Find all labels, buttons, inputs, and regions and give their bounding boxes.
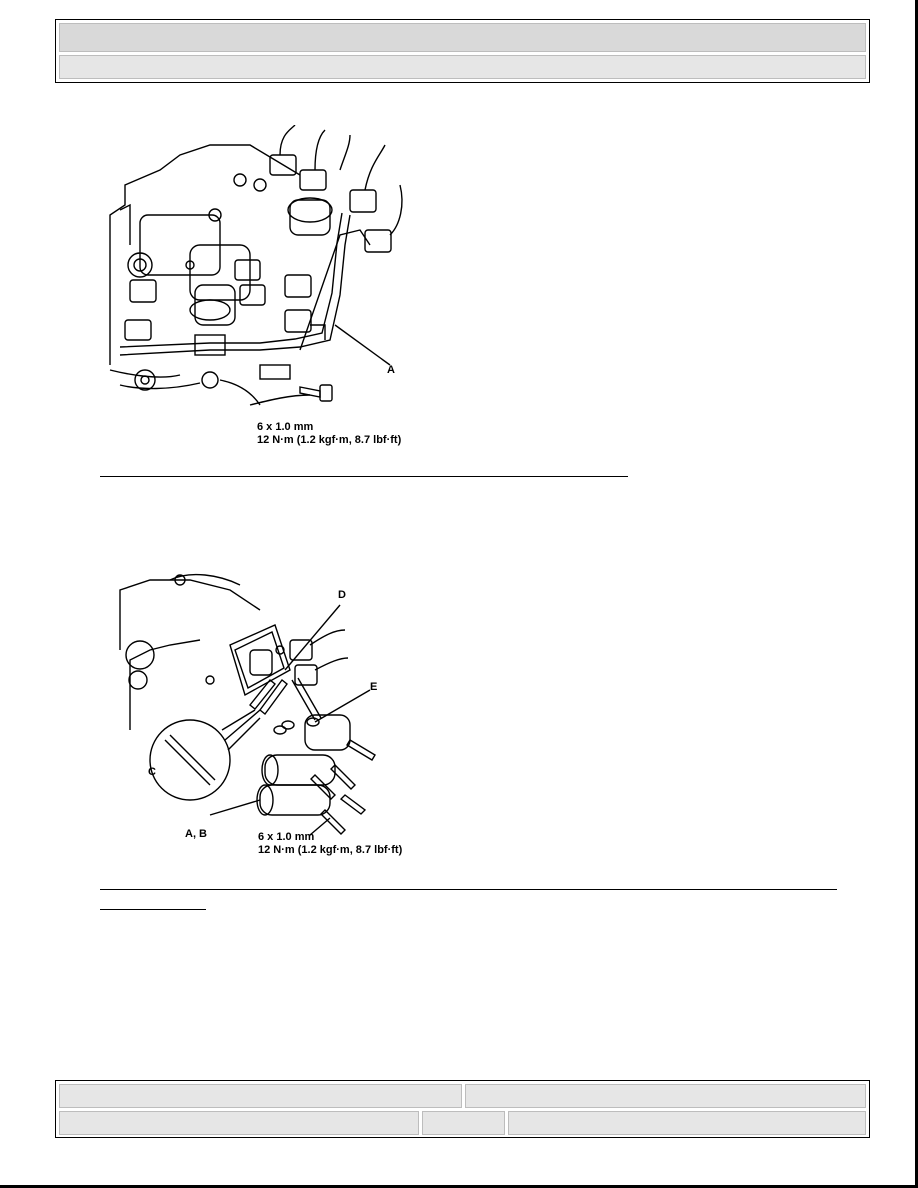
bolt-size-label: 6 x 1.0 mm — [257, 421, 313, 433]
footer-cell-5 — [508, 1111, 866, 1135]
callout-e: E — [370, 681, 377, 693]
page-footer — [55, 1080, 870, 1138]
separator-rule-3 — [100, 909, 206, 910]
callout-a: A — [387, 364, 395, 376]
bolt-size-label-2: 6 x 1.0 mm — [258, 831, 314, 843]
page-header — [55, 19, 870, 83]
separator-rule-2 — [100, 889, 837, 890]
figure-shift-solenoid: D E C A, B 6 x 1.0 mm 12 N·m (1.2 kgf·m,… — [110, 570, 430, 860]
torque-label-2: 12 N·m (1.2 kgf·m, 8.7 lbf·ft) — [258, 844, 403, 856]
callout-c: C — [148, 766, 156, 778]
torque-label: 12 N·m (1.2 kgf·m, 8.7 lbf·ft) — [257, 434, 402, 446]
header-subtitle-bar — [59, 55, 866, 79]
figure-harness-bracket: A 6 x 1.0 mm 12 N·m (1.2 kgf·m, 8.7 lbf·… — [100, 125, 430, 450]
footer-cell-2 — [465, 1084, 866, 1108]
harness-bracket-illustration: A 6 x 1.0 mm 12 N·m (1.2 kgf·m, 8.7 lbf·… — [109, 125, 403, 446]
footer-cell-1 — [59, 1084, 462, 1108]
footer-cell-3 — [59, 1111, 419, 1135]
separator-rule-1 — [100, 476, 628, 477]
callout-d: D — [338, 589, 346, 601]
footer-cell-4 — [422, 1111, 505, 1135]
header-title-bar — [59, 23, 866, 52]
callout-ab: A, B — [185, 828, 207, 840]
shift-solenoid-illustration: D E C A, B 6 x 1.0 mm 12 N·m (1.2 kgf·m,… — [119, 573, 403, 856]
